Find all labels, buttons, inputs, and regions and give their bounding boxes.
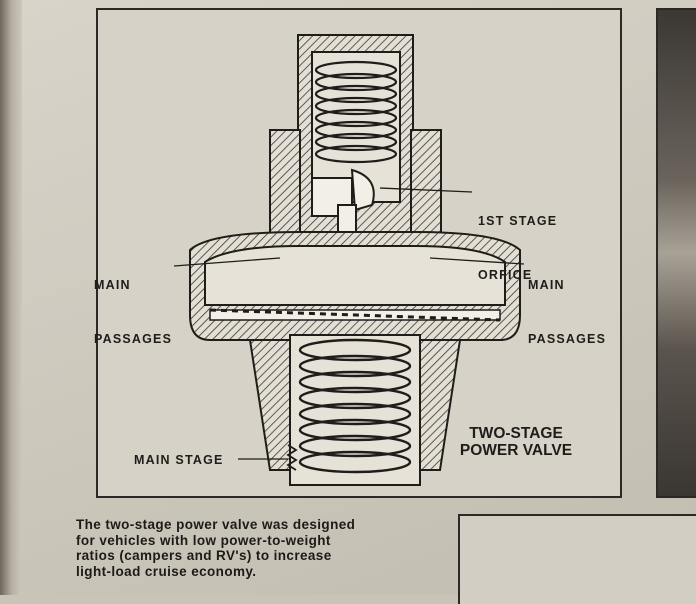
main-passages-right-line2: PASSAGES <box>528 332 607 346</box>
adjacent-figure-frame <box>458 514 696 604</box>
main-passages-left-line1: MAIN <box>94 278 131 292</box>
caption-line4: light-load cruise economy. <box>76 563 257 579</box>
caption-line3: ratios (campers and RV's) to increase <box>76 548 332 563</box>
main-passages-right-line1: MAIN <box>528 278 565 292</box>
leader-lines <box>173 187 525 460</box>
figure-title-line1: TWO-STAGE <box>469 425 563 442</box>
main-passages-left-label: MAIN PASSAGES <box>94 240 172 366</box>
main-passages-right-label: MAIN PASSAGES <box>528 240 606 366</box>
upper-spring <box>314 60 398 164</box>
diaphragm-housing <box>189 231 521 341</box>
first-stage-orifice-label: 1ST STAGE ORFICE <box>478 176 557 302</box>
lower-housing <box>248 334 462 486</box>
main-passages-left-line2: PASSAGES <box>94 332 173 346</box>
first-stage-label-line1: 1ST STAGE <box>478 214 558 228</box>
caption-line1: The two-stage power valve was designed <box>76 517 356 532</box>
first-stage-plunger <box>311 168 375 286</box>
adjacent-photo <box>656 8 696 498</box>
main-stage-label: MAIN STAGE <box>134 453 224 467</box>
figure-title: TWO-STAGE POWER VALVE <box>446 425 586 459</box>
figure-title-line2: POWER VALVE <box>459 442 573 459</box>
figure-caption: The two-stage power valve was designed f… <box>76 517 436 579</box>
first-stage-label-line2: ORFICE <box>478 268 533 282</box>
caption-line2: for vehicles with low power-to-weight <box>76 532 331 548</box>
book-spine-shadow <box>0 0 22 595</box>
main-stage-spring <box>298 338 412 474</box>
